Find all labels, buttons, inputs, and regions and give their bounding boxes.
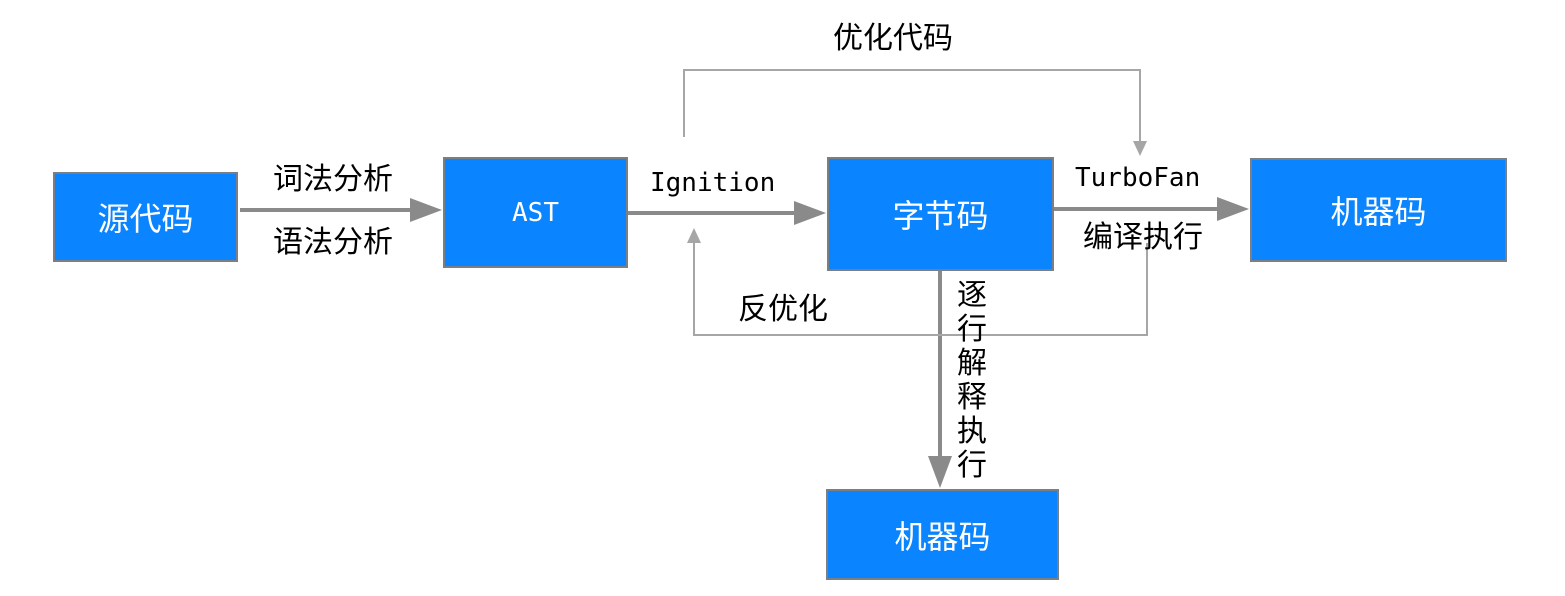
label-optimize-code: 优化代码	[833, 21, 953, 56]
line-deoptimize-loop	[693, 238, 1148, 336]
arrowhead-optimize	[1133, 141, 1147, 156]
label-interpret-line-by-line: 逐行解释执行	[957, 278, 987, 483]
arrowhead-ast-to-bytecode	[794, 201, 826, 225]
arrowhead-source-to-ast	[410, 198, 442, 222]
node-machine-code-bottom: 机器码	[826, 489, 1059, 580]
label-syntax-analysis: 语法分析	[273, 225, 393, 260]
label-lexical-analysis: 词法分析	[273, 162, 393, 197]
label-compile-execute: 编译执行	[1083, 220, 1203, 255]
node-ast: AST	[443, 157, 628, 268]
arrowhead-bytecode-to-machine	[1217, 197, 1249, 221]
node-machine-code-right: 机器码	[1250, 158, 1507, 262]
arrowhead-deoptimize	[687, 228, 701, 243]
arrowhead-bytecode-to-bottom-machine	[928, 456, 952, 488]
label-deoptimize: 反优化	[738, 292, 828, 327]
label-ignition: Ignition	[650, 168, 776, 198]
label-turbofan: TurboFan	[1075, 163, 1201, 193]
node-bytecode: 字节码	[827, 157, 1054, 271]
line-optimize-loop	[683, 69, 1141, 145]
node-source-code: 源代码	[53, 172, 238, 262]
